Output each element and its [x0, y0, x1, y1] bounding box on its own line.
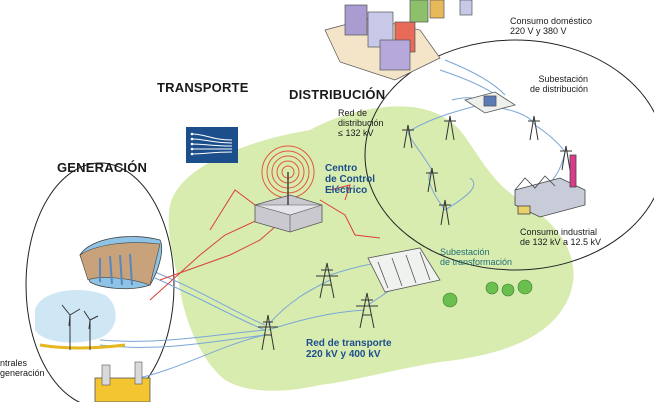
label-centro-control: Centro de Control Eléctrico [325, 163, 375, 196]
label-red-distribucion: Red de distribución ≤ 132 kV [338, 108, 384, 138]
section-transporte: TRANSPORTE [157, 80, 249, 95]
section-distribucion: DISTRIBUCIÓN [289, 87, 386, 102]
label-centrales: ntrales generación [0, 358, 45, 378]
hydro-dam [79, 236, 163, 290]
transformation-substation [367, 247, 441, 293]
trees [442, 279, 533, 308]
wind-farm [35, 290, 126, 350]
factory [514, 154, 586, 218]
land-area [168, 106, 574, 391]
generation-zone [25, 162, 175, 402]
transport-icon [186, 127, 238, 163]
control-center-building [254, 172, 323, 233]
power-station [94, 361, 151, 402]
section-generacion: GENERACIÓN [57, 160, 148, 175]
city-buildings [324, 0, 473, 81]
distribution-zone [364, 39, 654, 271]
distribution-substation [464, 91, 516, 114]
label-consumo-industrial: Consumo industrial de 132 kV a 12.5 kV [520, 227, 602, 247]
label-subestacion-distribucion: Subestación de distribución [530, 74, 589, 94]
label-red-transporte: Red de transporte 220 kV y 400 kV [306, 338, 392, 360]
distribution-towers [402, 115, 572, 226]
transmission-towers [258, 262, 378, 351]
label-subestacion-transformacion: Subestación de transformación [440, 247, 513, 267]
label-consumo-domestico: Consumo doméstico 220 V y 380 V [510, 16, 593, 36]
